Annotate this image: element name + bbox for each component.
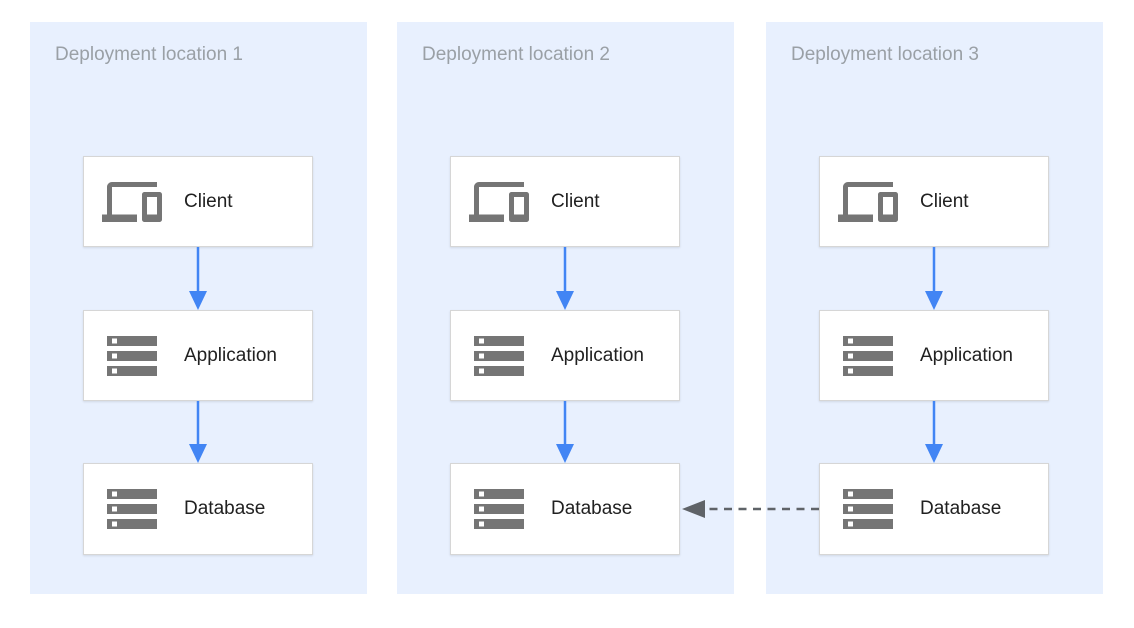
server-stack-icon xyxy=(469,326,529,386)
node-client: Client xyxy=(450,156,680,247)
flow-arrow-application-to-database xyxy=(925,401,943,463)
node-label: Client xyxy=(920,190,969,212)
node-client: Client xyxy=(83,156,313,247)
node-database: Database xyxy=(819,463,1049,555)
flow-arrow-application-to-database xyxy=(189,401,207,463)
deployment-location-3-panel: Deployment location 3 Client Application xyxy=(766,22,1103,594)
node-label: Application xyxy=(551,344,644,366)
flow-arrow-client-to-application xyxy=(189,247,207,310)
node-label: Application xyxy=(184,344,277,366)
flow-arrow-client-to-application xyxy=(925,247,943,310)
node-label: Database xyxy=(920,498,1002,519)
server-stack-icon xyxy=(102,479,162,539)
node-label: Application xyxy=(920,344,1013,366)
deployment-location-1-panel: Deployment location 1 Client Application xyxy=(30,22,367,594)
flow-arrow-client-to-application xyxy=(556,247,574,310)
node-label: Database xyxy=(184,498,266,519)
panel-title: Deployment location 2 xyxy=(422,44,610,65)
node-label: Database xyxy=(551,498,633,519)
server-stack-icon xyxy=(838,326,898,386)
node-database: Database xyxy=(450,463,680,555)
node-client: Client xyxy=(819,156,1049,247)
server-stack-icon xyxy=(102,326,162,386)
server-stack-icon xyxy=(838,479,898,539)
panel-title: Deployment location 3 xyxy=(791,44,979,65)
devices-icon xyxy=(838,172,898,232)
deployment-location-2-panel: Deployment location 2 Client Application xyxy=(397,22,734,594)
node-label: Client xyxy=(551,190,600,212)
node-application: Application xyxy=(450,310,680,401)
node-label: Client xyxy=(184,190,233,212)
devices-icon xyxy=(469,172,529,232)
flow-arrow-application-to-database xyxy=(556,401,574,463)
server-stack-icon xyxy=(469,479,529,539)
replication-dashed-arrow xyxy=(682,500,819,518)
devices-icon xyxy=(102,172,162,232)
node-application: Application xyxy=(83,310,313,401)
panel-title: Deployment location 1 xyxy=(55,44,243,65)
node-application: Application xyxy=(819,310,1049,401)
node-database: Database xyxy=(83,463,313,555)
